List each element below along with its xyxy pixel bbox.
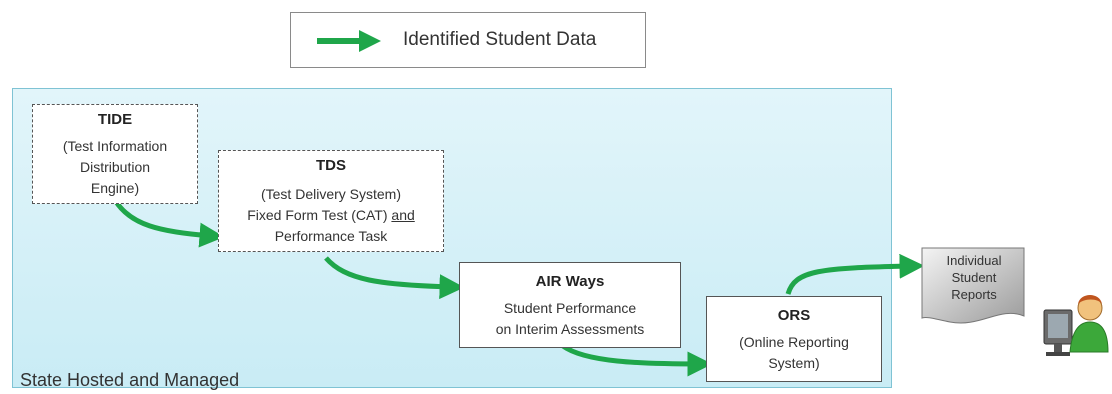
tide-line-2: Distribution — [79, 159, 151, 175]
tds-line-1: (Test Delivery System) — [260, 186, 402, 202]
report-line-3: Reports — [951, 287, 997, 302]
legend: Identified Student Data — [290, 12, 646, 68]
arrow-tide-to-tds — [112, 198, 225, 248]
airways-box: AIR Ways Student Performance on Interim … — [459, 262, 681, 348]
ors-line-1: (Online Reporting — [739, 333, 849, 350]
report-line-2: Student — [951, 270, 997, 285]
arrow-airways-to-ors — [561, 343, 713, 377]
tds-line-3: Performance Task — [274, 228, 388, 244]
region-label: State Hosted and Managed — [20, 370, 240, 390]
arrow-ors-to-reports — [785, 253, 925, 295]
report-label: Individual Student Reports — [924, 252, 1024, 303]
tide-box: TIDE (Test Information Distribution Engi… — [32, 104, 198, 204]
arrow-tds-to-airways — [324, 256, 465, 300]
airways-title: AIR Ways — [535, 272, 605, 290]
document-icon — [921, 247, 1025, 324]
ors-line-2: System) — [768, 354, 820, 371]
user-at-computer-icon — [1043, 295, 1109, 356]
tds-box: TDS (Test Delivery System) Fixed Form Te… — [218, 150, 444, 252]
tide-title: TIDE — [97, 111, 133, 128]
tds-title: TDS — [316, 157, 346, 174]
tds-line-2-text: Fixed Form Test (CAT) — [247, 207, 392, 223]
tide-line-3: Engine) — [90, 180, 140, 196]
ors-title: ORS — [777, 306, 811, 324]
tide-line-1: (Test Information — [62, 138, 168, 154]
legend-arrow-icon — [317, 30, 381, 52]
airways-line-1: Student Performance — [503, 299, 637, 316]
legend-label: Identified Student Data — [403, 29, 597, 50]
tds-line-2-underlined: and — [391, 207, 415, 223]
ors-box: ORS (Online Reporting System) — [706, 296, 882, 382]
report-line-1: Individual — [946, 253, 1002, 268]
airways-line-2: on Interim Assessments — [495, 320, 645, 337]
tds-line-2: Fixed Form Test (CAT) and — [247, 205, 415, 226]
